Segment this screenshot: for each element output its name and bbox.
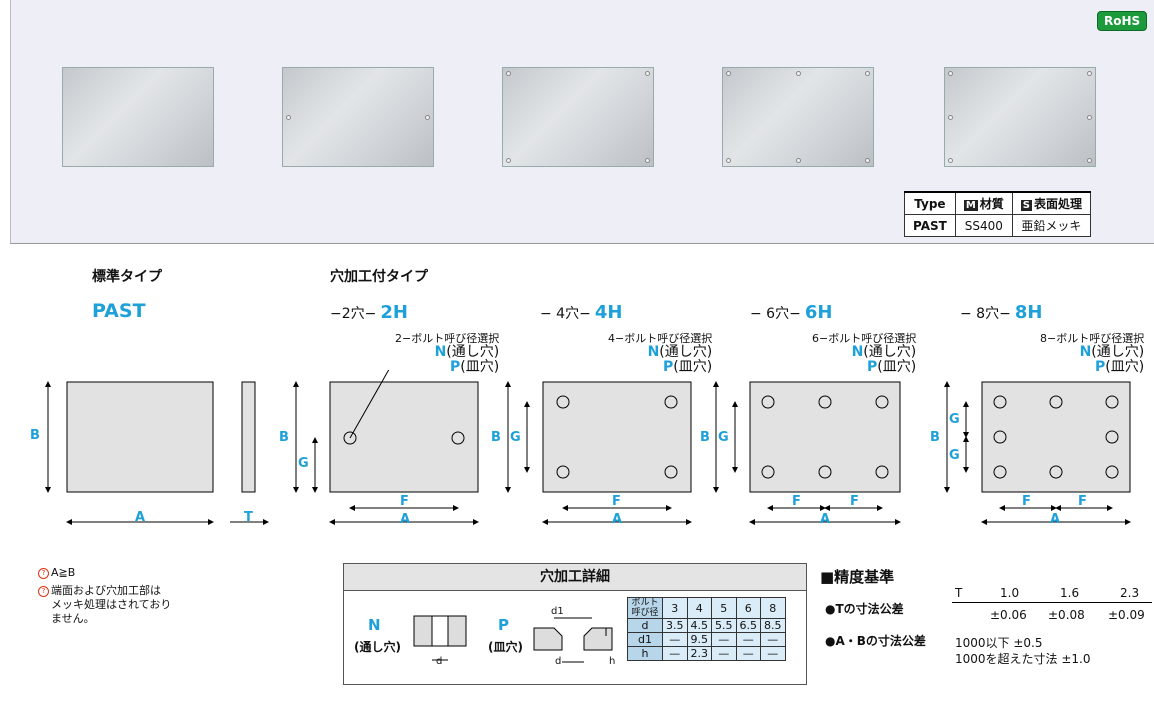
- hole-detail-title: 穴加工詳細: [344, 564, 806, 591]
- dimension-drawings: [45, 370, 1131, 525]
- callout-2h: 2−ボルト呼び径選択 N(通し穴) P(皿穴): [395, 332, 500, 375]
- dim-g-4h: G: [510, 430, 521, 445]
- dim-b-4h: B: [491, 430, 501, 445]
- precision-title: ■精度基準: [820, 568, 895, 586]
- type-code-8h: − 8穴−8H: [960, 302, 1043, 323]
- heading-standard: 標準タイプ: [92, 269, 162, 285]
- dim-a-2h: A: [400, 512, 411, 527]
- plate-photo-6h: [722, 67, 874, 167]
- plate-photo-2h: [282, 67, 434, 167]
- dim-f2-6h: F: [850, 494, 859, 509]
- callout-4h: 4−ボルト呼び径選択 N(通し穴) P(皿穴): [608, 332, 713, 375]
- dim-f2-8h: F: [1078, 494, 1087, 509]
- heading-holed: 穴加工付タイプ: [330, 269, 428, 285]
- dim-a-6h: A: [820, 512, 831, 527]
- dim-f-4h: F: [612, 494, 621, 509]
- dim-f1-8h: F: [1022, 494, 1031, 509]
- dim-t: T: [244, 510, 253, 525]
- type-code-6h: − 6穴−6H: [750, 302, 833, 323]
- dim-b-standard: B: [30, 428, 40, 443]
- dim-b-2h: B: [279, 430, 289, 445]
- plate-photo-4h: [502, 67, 654, 167]
- caution-icon: ?: [38, 567, 49, 579]
- plate-photo-standard: [62, 67, 214, 167]
- dim-f-2h: F: [400, 494, 409, 509]
- type-code-4h: − 4穴−4H: [540, 302, 623, 323]
- dim-g-2h: G: [298, 456, 309, 471]
- through-hole-diagram: [413, 615, 467, 661]
- dim-a-standard: A: [135, 510, 146, 525]
- dim-b-6h: B: [700, 430, 710, 445]
- standard-code: PAST: [92, 300, 146, 322]
- caution-icon: ?: [38, 585, 49, 597]
- dim-a-8h: A: [1050, 512, 1061, 527]
- dim-f1-6h: F: [792, 494, 801, 509]
- callout-6h: 6−ボルト呼び径選択 N(通し穴) P(皿穴): [812, 332, 917, 375]
- dim-g2-8h: G: [949, 448, 960, 463]
- rohs-badge: RoHS: [1097, 11, 1148, 31]
- ab-tolerance-label: ●A・Bの寸法公差: [825, 634, 926, 648]
- countersink-diagram: [533, 617, 613, 663]
- dim-a-4h: A: [612, 512, 623, 527]
- dim-g1-8h: G: [949, 412, 960, 427]
- notes: ?A≧B ?端面および穴加工部は メッキ処理はされており ません。: [38, 566, 171, 626]
- t-tolerance-label: ●Tの寸法公差: [825, 602, 904, 616]
- dim-g-6h: G: [718, 430, 729, 445]
- type-code-2h: −2穴−2H: [330, 302, 408, 323]
- plate-photo-8h: [944, 67, 1096, 167]
- dim-b-8h: B: [930, 430, 940, 445]
- callout-8h: 8−ボルト呼び径選択 N(通し穴) P(皿穴): [1040, 332, 1145, 375]
